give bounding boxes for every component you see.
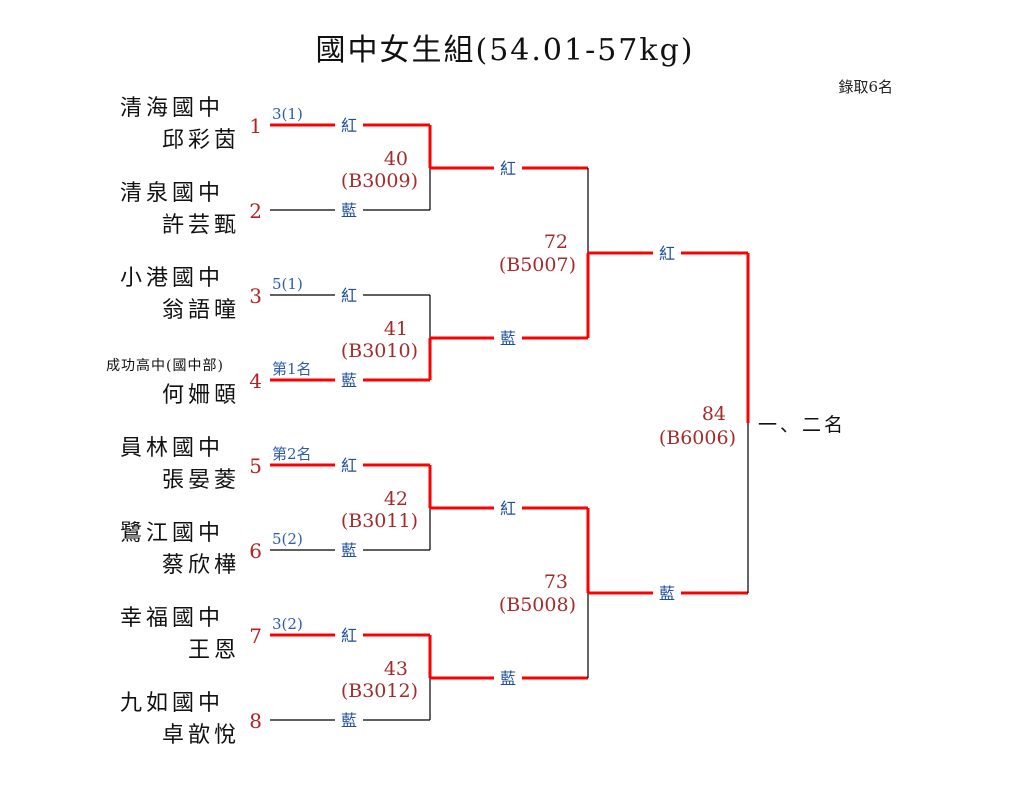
seed-number: 5 xyxy=(249,454,262,478)
corner-label-bg xyxy=(494,668,522,688)
corner-label-bg xyxy=(335,200,363,220)
match-number: 43 xyxy=(384,658,408,680)
corner-label-bg xyxy=(335,115,363,135)
school-name: 員林國中 xyxy=(120,436,224,461)
corner-label-bg xyxy=(653,243,681,263)
result-label: 一、二名 xyxy=(758,414,846,436)
corner-label: 紅 xyxy=(341,626,357,645)
school-name: 清泉國中 xyxy=(120,181,224,206)
page-title: 國中女生組(54.01-57kg) xyxy=(316,33,695,68)
athlete-name: 卓歆悅 xyxy=(162,723,240,748)
corner-label-bg xyxy=(335,540,363,560)
athlete-name: 張晏菱 xyxy=(162,468,240,493)
ranking-note: 3(1) xyxy=(272,105,303,123)
seed-number: 4 xyxy=(249,369,262,393)
corner-label: 紅 xyxy=(341,286,357,305)
corner-label: 藍 xyxy=(500,669,516,688)
seed-number: 8 xyxy=(249,709,262,733)
ranking-note: 第1名 xyxy=(272,360,312,378)
school-name: 鷺江國中 xyxy=(120,521,224,546)
corner-label: 藍 xyxy=(341,711,357,730)
bracket-labels: 1清海國中邱彩茵3(1)紅2清泉國中許芸甄藍3小港國中翁語曈5(1)紅4成功高中… xyxy=(106,96,846,748)
school-name: 清海國中 xyxy=(120,96,224,121)
athlete-name: 蔡欣樺 xyxy=(162,553,240,578)
athlete-name: 何姍頤 xyxy=(162,383,240,408)
corner-label: 紅 xyxy=(500,159,516,178)
corner-label: 藍 xyxy=(341,201,357,220)
match-code: (B3011) xyxy=(341,510,418,532)
corner-label: 藍 xyxy=(500,329,516,348)
corner-label-bg xyxy=(335,455,363,475)
seed-number: 3 xyxy=(249,284,262,308)
match-code: (B3012) xyxy=(341,680,418,702)
athlete-name: 翁語曈 xyxy=(162,298,240,323)
corner-label: 藍 xyxy=(659,584,675,603)
corner-label: 紅 xyxy=(341,116,357,135)
corner-label: 紅 xyxy=(500,499,516,518)
match-code: (B6006) xyxy=(659,427,736,449)
seed-number: 7 xyxy=(249,624,262,648)
match-number: 40 xyxy=(384,148,408,170)
athlete-name: 邱彩茵 xyxy=(162,128,240,153)
corner-label-bg xyxy=(494,498,522,518)
ranking-note: 5(2) xyxy=(272,530,303,548)
seed-number: 2 xyxy=(249,199,262,223)
corner-label-bg xyxy=(335,285,363,305)
athlete-name: 王恩 xyxy=(188,638,240,663)
school-name: 九如國中 xyxy=(120,691,224,716)
match-code: (B3009) xyxy=(341,170,418,192)
corner-label: 紅 xyxy=(341,456,357,475)
match-code: (B5007) xyxy=(499,254,576,276)
corner-label: 紅 xyxy=(659,244,675,263)
corner-label-bg xyxy=(335,370,363,390)
school-name: 小港國中 xyxy=(120,266,224,291)
ranking-note: 第2名 xyxy=(272,445,312,463)
school-name: 幸福國中 xyxy=(120,606,224,631)
seed-number: 6 xyxy=(249,539,262,563)
match-code: (B3010) xyxy=(341,340,418,362)
match-number: 42 xyxy=(384,488,408,510)
match-number: 84 xyxy=(702,403,726,425)
corner-label-bg xyxy=(335,625,363,645)
corner-label-bg xyxy=(494,328,522,348)
match-number: 72 xyxy=(544,231,568,253)
seed-number: 1 xyxy=(249,114,262,138)
corner-label-bg xyxy=(494,158,522,178)
quota-label: 錄取6名 xyxy=(838,78,893,96)
school-name: 成功高中(國中部) xyxy=(106,357,224,374)
corner-label: 藍 xyxy=(341,371,357,390)
corner-label: 藍 xyxy=(341,541,357,560)
corner-label-bg xyxy=(653,583,681,603)
ranking-note: 3(2) xyxy=(272,615,303,633)
athlete-name: 許芸甄 xyxy=(162,213,240,238)
match-code: (B5008) xyxy=(499,594,576,616)
corner-label-bg xyxy=(335,710,363,730)
ranking-note: 5(1) xyxy=(272,275,303,293)
match-number: 73 xyxy=(544,571,568,593)
match-number: 41 xyxy=(384,318,408,340)
